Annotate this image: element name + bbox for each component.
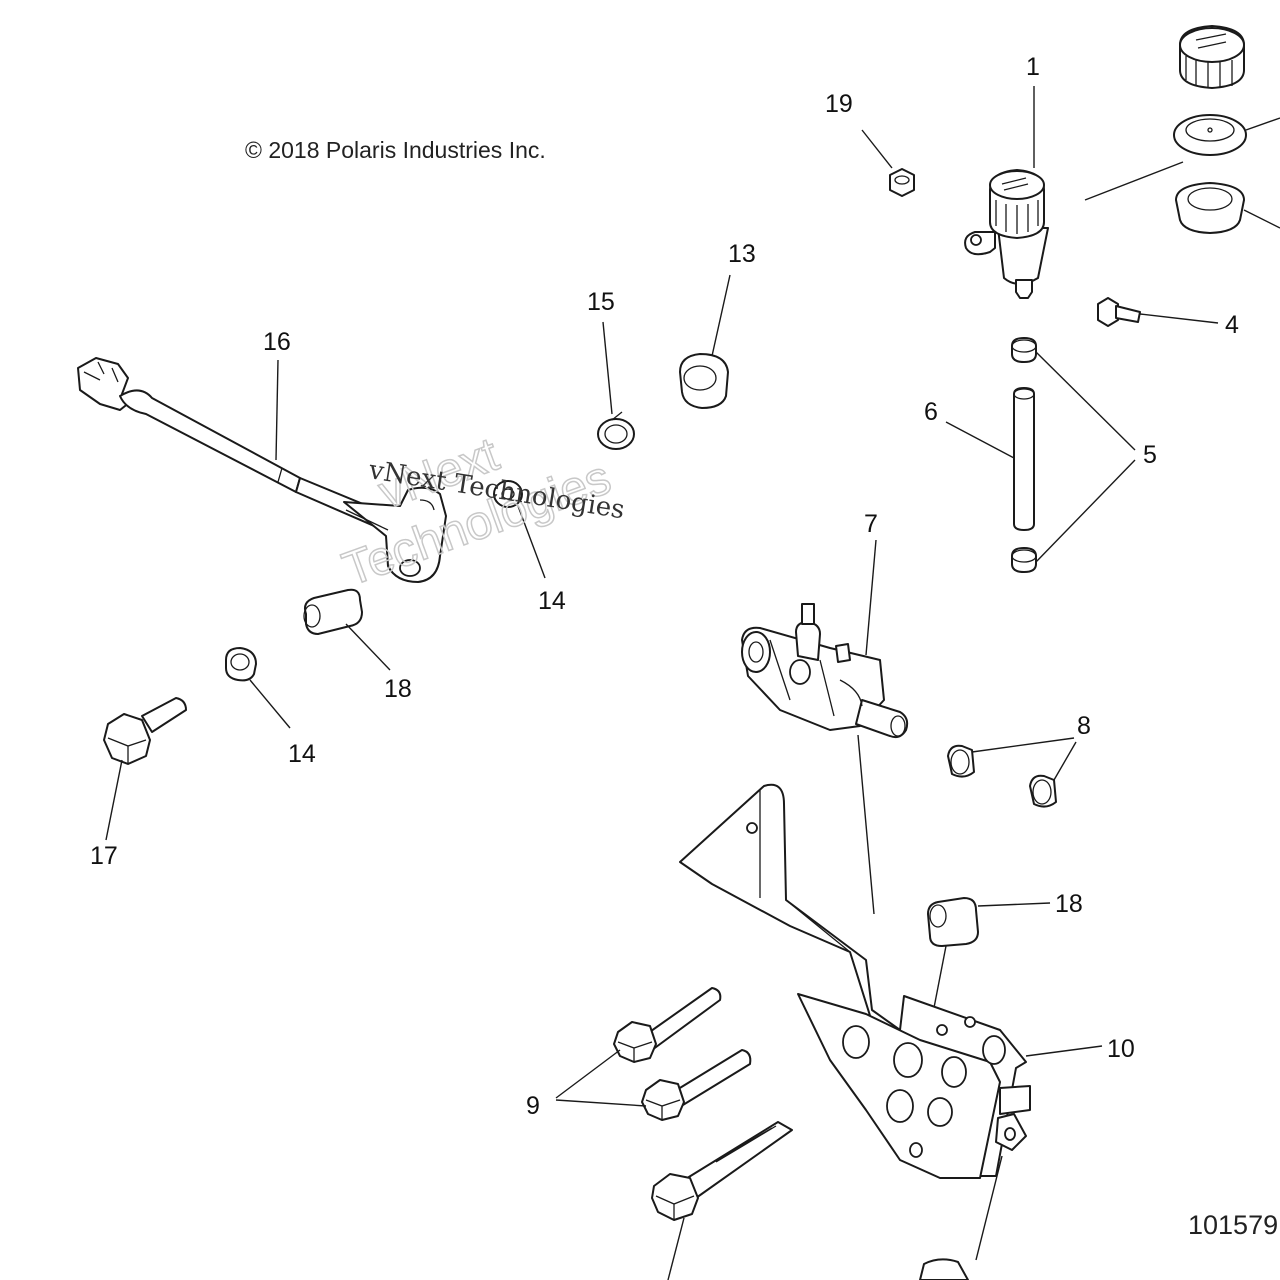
hose-clamp-lower-part bbox=[1011, 547, 1037, 573]
copyright-text: © 2018 Polaris Industries Inc. bbox=[245, 137, 546, 163]
callout-17: 17 bbox=[90, 842, 118, 870]
callout-4: 4 bbox=[1225, 311, 1239, 339]
callout-1: 1 bbox=[1026, 53, 1040, 81]
nut-part bbox=[889, 168, 915, 197]
callout-13: 13 bbox=[728, 240, 756, 268]
washer-upper-part bbox=[493, 480, 523, 508]
grommet-left-part bbox=[947, 744, 975, 778]
callout-9: 9 bbox=[526, 1092, 540, 1120]
hose-part bbox=[1013, 387, 1035, 531]
brake-reservoir-part bbox=[964, 169, 1049, 299]
reservoir-cap-part bbox=[1179, 25, 1245, 89]
grommet-right-part bbox=[1029, 774, 1057, 808]
callout-19: 19 bbox=[825, 90, 853, 118]
spring-clip-part bbox=[597, 411, 635, 450]
pivot-bolt-part bbox=[103, 697, 187, 765]
callout-14-lower: 14 bbox=[288, 740, 316, 768]
callout-5: 5 bbox=[1143, 441, 1157, 469]
bracket-bolt-middle-part bbox=[641, 1049, 752, 1121]
small-bolt-part bbox=[1097, 297, 1141, 327]
cropped-part-bottom-right bbox=[919, 1258, 969, 1280]
master-cylinder-part bbox=[741, 603, 909, 739]
bracket-bolt-upper-part bbox=[613, 987, 722, 1063]
spacer-left-part bbox=[303, 588, 363, 635]
washer-lower-part bbox=[225, 647, 257, 682]
callout-18-right: 18 bbox=[1055, 890, 1083, 918]
reservoir-diaphragm-part bbox=[1173, 114, 1280, 156]
bushing-part bbox=[679, 353, 729, 409]
callout-15: 15 bbox=[587, 288, 615, 316]
callout-6: 6 bbox=[924, 398, 938, 426]
callout-18-left: 18 bbox=[384, 675, 412, 703]
document-number: 101579 bbox=[1188, 1210, 1278, 1240]
brake-rod-part bbox=[77, 357, 447, 583]
reservoir-plate-part bbox=[1175, 182, 1280, 234]
callout-7: 7 bbox=[864, 510, 878, 538]
callout-8: 8 bbox=[1077, 712, 1091, 740]
callout-14-upper: 14 bbox=[538, 587, 566, 615]
hose-clamp-upper-part bbox=[1011, 337, 1037, 363]
spacer-right-part bbox=[927, 897, 979, 947]
pedal-bracket-part bbox=[679, 783, 1031, 1179]
callout-16: 16 bbox=[263, 328, 291, 356]
bracket-bolt-lower-part bbox=[651, 1121, 793, 1221]
callout-10: 10 bbox=[1107, 1035, 1135, 1063]
